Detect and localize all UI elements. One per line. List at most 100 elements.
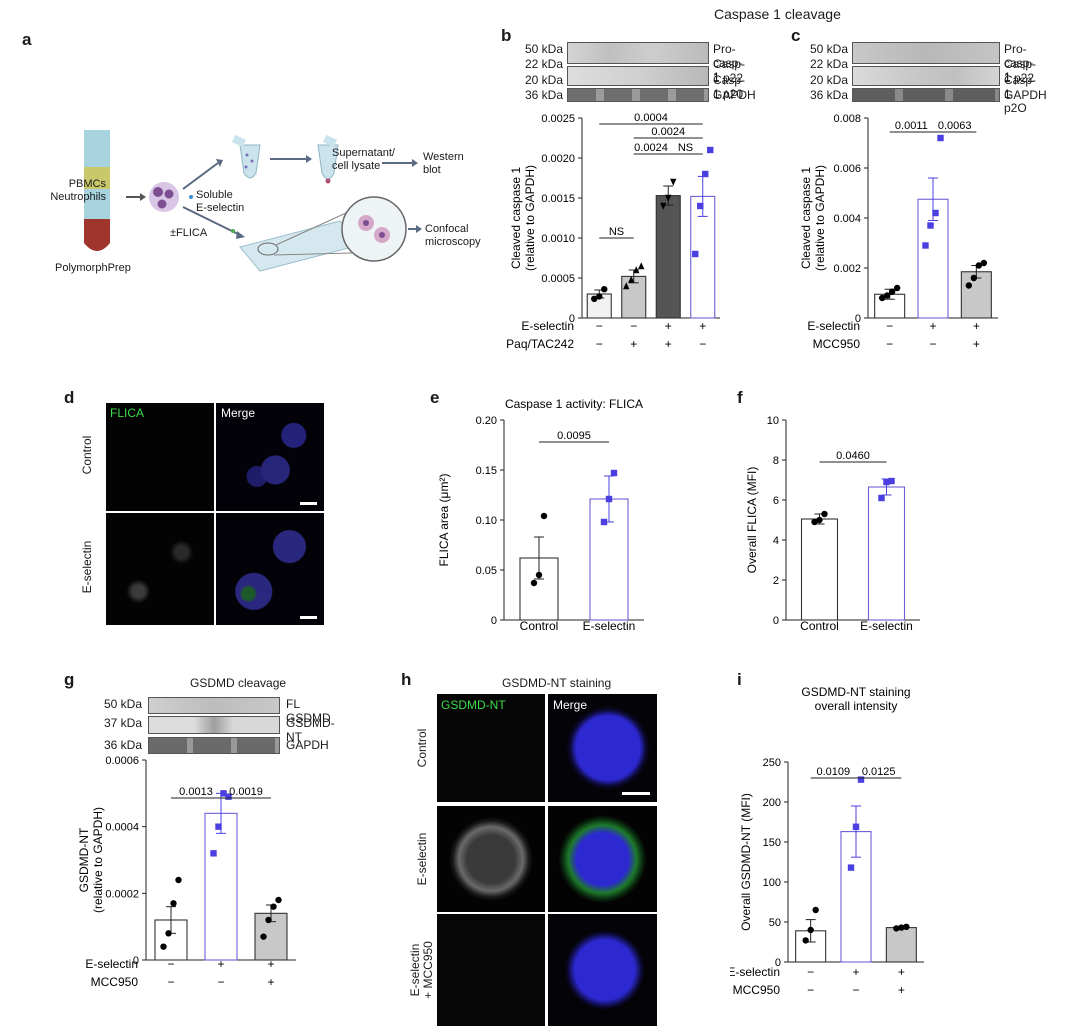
y-tick-label: 0.0002	[105, 888, 139, 900]
blot-strip	[852, 66, 1000, 86]
y-tick-label: 0.0006	[105, 755, 139, 767]
micro-h-merge-label: Merge	[553, 698, 588, 712]
panel-label-g: g	[64, 670, 75, 689]
tube-plasma-layer	[84, 130, 110, 167]
data-point	[807, 926, 814, 934]
data-point	[927, 222, 934, 229]
data-point	[591, 295, 598, 302]
y-tick-label: 0.0005	[541, 273, 575, 285]
data-point	[170, 900, 177, 907]
data-point	[660, 202, 667, 210]
data-point	[857, 776, 865, 783]
data-point	[692, 250, 699, 258]
blot-b-mw: 22 kDa	[524, 57, 563, 71]
data-point	[980, 259, 988, 267]
tube-pbmc-layer	[84, 167, 110, 189]
data-point	[707, 146, 714, 154]
data-point	[970, 274, 978, 282]
y-axis-label: Cleaved caspase 1(relative to GAPDH)	[799, 165, 827, 271]
data-point	[812, 906, 819, 914]
y-tick-label: 2	[773, 575, 779, 587]
p-value-label: 0.0011	[895, 120, 928, 132]
micro-d-flica-control	[106, 403, 214, 511]
panel-label-i: i	[737, 670, 742, 689]
blot-strip	[567, 88, 709, 102]
blot-c-mw: 50 kDa	[809, 42, 848, 56]
data-point	[883, 292, 891, 299]
schematic-a	[84, 130, 422, 272]
blot-strip	[148, 716, 280, 734]
data-point	[175, 876, 182, 884]
condition-sign: −	[807, 965, 814, 979]
blot-b-mw: 20 kDa	[524, 73, 563, 87]
blot-strip	[148, 737, 280, 754]
condition-label: MCC950	[91, 975, 139, 989]
data-point	[605, 495, 613, 503]
micro-d-flica-eselectin	[106, 513, 214, 625]
data-point	[260, 933, 267, 940]
data-point	[215, 823, 222, 830]
panel-label-f: f	[737, 388, 743, 407]
data-point	[878, 494, 885, 502]
micro-h-row-label: E-selectin	[415, 832, 429, 886]
data-point	[888, 288, 896, 295]
blot-strip	[567, 66, 709, 86]
y-axis-label: Overall GSDMD-NT (MFI)	[739, 793, 753, 931]
data-point	[220, 790, 227, 797]
neutrophil-label: Neutrophils	[50, 191, 106, 203]
y-tick-label: 0	[775, 957, 781, 969]
condition-sign: +	[267, 957, 274, 971]
p-value-label: 0.0125	[862, 766, 896, 778]
data-point	[535, 571, 543, 579]
micro-d-merge-eselectin	[216, 513, 324, 625]
blot-strip	[567, 42, 709, 64]
data-point	[965, 282, 973, 289]
y-axis-label: FLICA area (μm²)	[437, 474, 451, 567]
data-point	[888, 477, 895, 485]
y-tick-label: 0	[569, 313, 575, 325]
y-tick-label: 0.004	[833, 213, 861, 225]
p-value-label: 0.0109	[817, 766, 851, 778]
western-label: Western blot	[423, 151, 464, 176]
y-tick-label: 0.10	[476, 515, 497, 527]
condition-sign: −	[699, 337, 706, 351]
bar	[589, 498, 629, 621]
condition-sign: +	[630, 337, 637, 351]
data-point	[847, 864, 855, 871]
condition-sign: +	[699, 319, 706, 333]
p-value-label: 0.0024	[651, 126, 685, 138]
blot-b-band: Casp-1 p20	[713, 73, 746, 101]
y-tick-label: 0.0010	[541, 233, 575, 245]
data-point	[165, 930, 172, 937]
blot-c-mw: 22 kDa	[809, 57, 848, 71]
condition-sign: −	[596, 319, 603, 333]
condition-sign: +	[267, 975, 274, 989]
y-axis-label: Overall FLICA (MFI)	[745, 467, 759, 574]
y-tick-label: 0.0020	[541, 153, 575, 165]
micro-h-merge-mcc950	[548, 914, 657, 1026]
blot-g-mw: 36 kDa	[103, 738, 142, 752]
blot-g-band: GAPDH	[286, 738, 329, 752]
panel-label-h: h	[401, 670, 412, 689]
micro-d-merge-control	[216, 403, 324, 511]
p-value-label: 0.0019	[229, 786, 263, 798]
condition-label: Paq/TAC242	[506, 337, 574, 351]
y-axis-label: GSDMD-NT(relative to GAPDH)	[77, 807, 105, 913]
data-point	[270, 903, 277, 910]
y-tick-label: 0.006	[833, 163, 861, 175]
condition-sign: +	[898, 983, 905, 997]
y-tick-label: 0	[491, 615, 497, 627]
y-tick-label: 0	[133, 955, 139, 967]
p-value-label: 0.0013	[179, 786, 213, 798]
condition-label: E-selectin	[521, 319, 574, 333]
data-point	[697, 202, 704, 210]
blot-strip	[852, 42, 1000, 64]
condition-sign: −	[167, 975, 174, 989]
y-tick-label: 100	[763, 877, 781, 889]
condition-label: E-selectin	[85, 957, 138, 971]
micro-h-row-label: Control	[415, 728, 429, 768]
